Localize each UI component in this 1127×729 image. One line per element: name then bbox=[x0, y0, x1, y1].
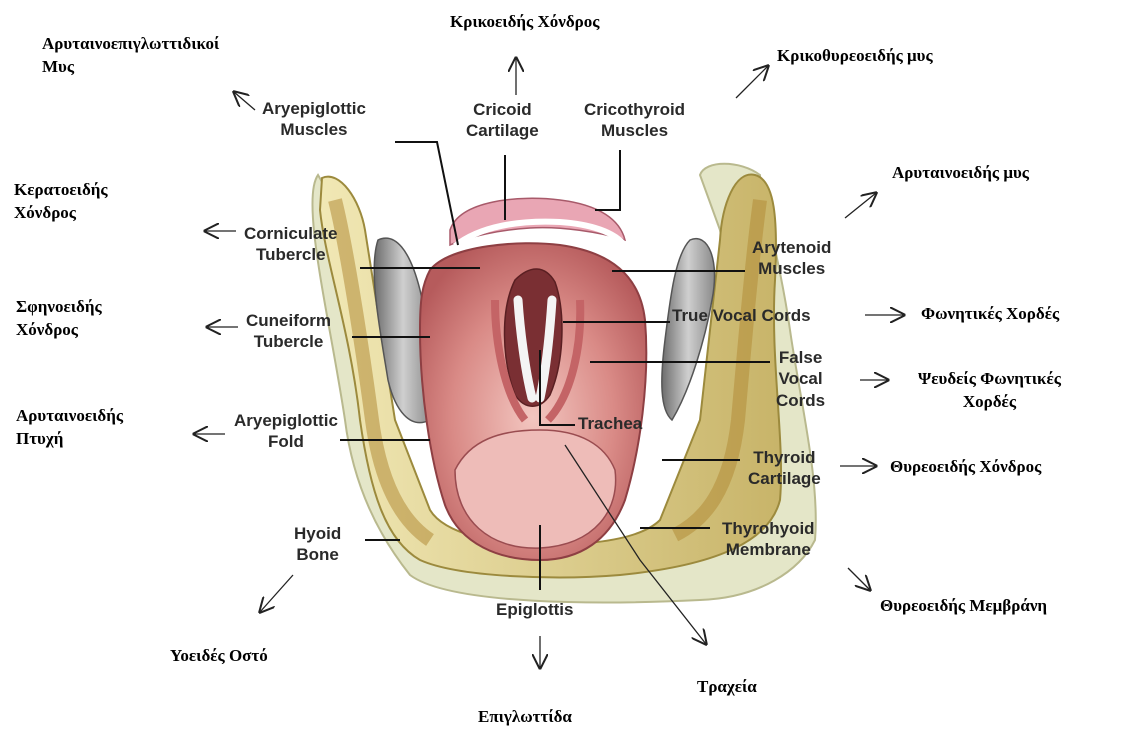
label-en-aryepiglottic-fold: Aryepiglottic Fold bbox=[234, 410, 338, 453]
label-gr-arytenoid-muscles: Αρυταινοειδής μυς bbox=[892, 162, 1029, 185]
label-gr-thyroid-cartilage: Θυρεοειδής Χόνδρος bbox=[890, 456, 1041, 479]
label-gr-trachea: Τραχεία bbox=[697, 676, 757, 699]
label-en-cuneiform: Cuneiform Tubercle bbox=[246, 310, 331, 353]
label-gr-true-vocal: Φωνητικές Χορδές bbox=[921, 303, 1059, 326]
label-en-cricoid: Cricoid Cartilage bbox=[466, 99, 539, 142]
label-gr-aryepiglottic-muscles: Αρυταινοεπιγλωττιδικοί Μυς bbox=[42, 33, 219, 79]
label-en-true-vocal: True Vocal Cords bbox=[672, 305, 811, 326]
label-en-corniculate: Corniculate Tubercle bbox=[244, 223, 338, 266]
label-gr-cuneiform: Σφηνοειδής Χόνδρος bbox=[16, 296, 102, 342]
cricoid-ring-shape bbox=[450, 198, 625, 246]
label-gr-hyoid: Υοειδές Οστό bbox=[170, 645, 268, 668]
label-gr-aryepiglottic-fold: Αρυταινοειδής Πτυχή bbox=[16, 405, 123, 451]
label-gr-thyrohyoid-membrane: Θυρεοειδής Μεμβράνη bbox=[880, 595, 1047, 618]
label-gr-epiglottis: Επιγλωττίδα bbox=[478, 706, 572, 729]
laryngeal-inlet-shape bbox=[420, 243, 646, 560]
label-gr-cricothyroid: Κρικοθυρεοειδής μυς bbox=[777, 45, 933, 68]
label-gr-corniculate: Κερατοειδής Χόνδρος bbox=[14, 179, 108, 225]
label-en-hyoid: Hyoid Bone bbox=[294, 523, 341, 566]
label-en-epiglottis: Epiglottis bbox=[496, 599, 573, 620]
label-en-thyroid: Thyroid Cartilage bbox=[748, 447, 821, 490]
label-en-cricothyroid: Cricothyroid Muscles bbox=[584, 99, 685, 142]
label-en-false-vocal: False Vocal Cords bbox=[776, 347, 825, 411]
label-en-thyrohyoid: Thyrohyoid Membrane bbox=[722, 518, 815, 561]
label-en-trachea: Trachea bbox=[578, 413, 642, 434]
label-en-arytenoid: Arytenoid Muscles bbox=[752, 237, 831, 280]
label-gr-false-vocal: Ψευδείς Φωνητικές Χορδές bbox=[918, 368, 1061, 414]
label-gr-cricoid: Κρικοειδής Χόνδρος bbox=[450, 11, 599, 34]
label-en-aryepiglottic-muscles: Aryepiglottic Muscles bbox=[262, 98, 366, 141]
